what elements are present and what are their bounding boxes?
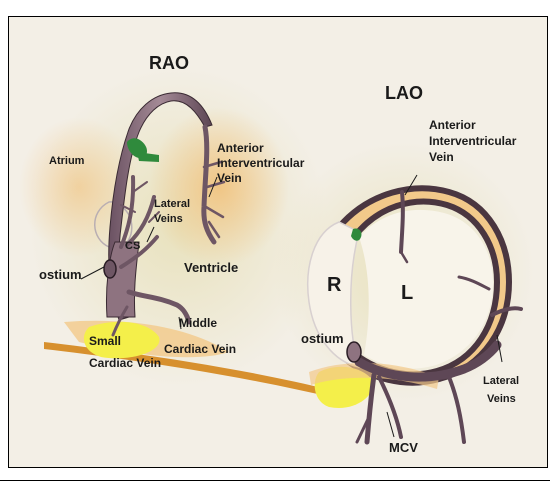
lao-view: LAO Anterior Interventricular Vein R L o… <box>274 83 534 455</box>
lao-label-ostium: ostium <box>301 331 344 346</box>
rao-label-ostium: ostium <box>39 267 82 282</box>
rao-label-small-1: Small <box>89 334 121 348</box>
rao-label-ventricle: Ventricle <box>184 260 238 275</box>
rao-label-middle-2: Cardiac Vein <box>164 342 236 356</box>
rao-label-lateral-2: Veins <box>154 213 183 225</box>
lao-label-anterior-2: Interventricular <box>429 134 517 148</box>
lao-mcv-pointer <box>387 412 394 437</box>
lao-label-anterior-1: Anterior <box>429 118 476 132</box>
lao-title: LAO <box>385 83 423 103</box>
lao-aiv-branch <box>401 192 403 252</box>
rao-cs-trunk <box>106 242 139 317</box>
rao-label-small-2: Cardiac Vein <box>89 356 161 370</box>
lao-label-lateral-1: Lateral <box>483 375 519 387</box>
rao-tan-tissue <box>149 107 289 267</box>
rao-label-atrium: Atrium <box>49 155 85 167</box>
lao-label-anterior-3: Vein <box>429 150 454 164</box>
rao-title: RAO <box>149 53 189 73</box>
lao-label-r: R <box>327 274 342 296</box>
rao-label-anterior-2: Interventricular <box>217 156 305 170</box>
lao-label-l: L <box>401 282 413 304</box>
rao-label-anterior-3: Vein <box>217 171 242 185</box>
lao-label-lateral-2: Veins <box>487 393 516 405</box>
diagram-frame: RAO Atrium Anterior Interventricular Vei… <box>8 16 548 468</box>
rao-label-anterior-1: Anterior <box>217 141 264 155</box>
coronary-venous-diagram: RAO Atrium Anterior Interventricular Vei… <box>9 17 548 468</box>
lao-ostium-marker <box>347 342 361 362</box>
rao-label-lateral-1: Lateral <box>154 198 190 210</box>
rao-label-middle-1: Middle <box>179 316 217 330</box>
rao-ostium-marker <box>104 260 116 278</box>
rao-label-cs: CS <box>125 240 140 252</box>
lao-label-mcv: MCV <box>389 440 418 455</box>
